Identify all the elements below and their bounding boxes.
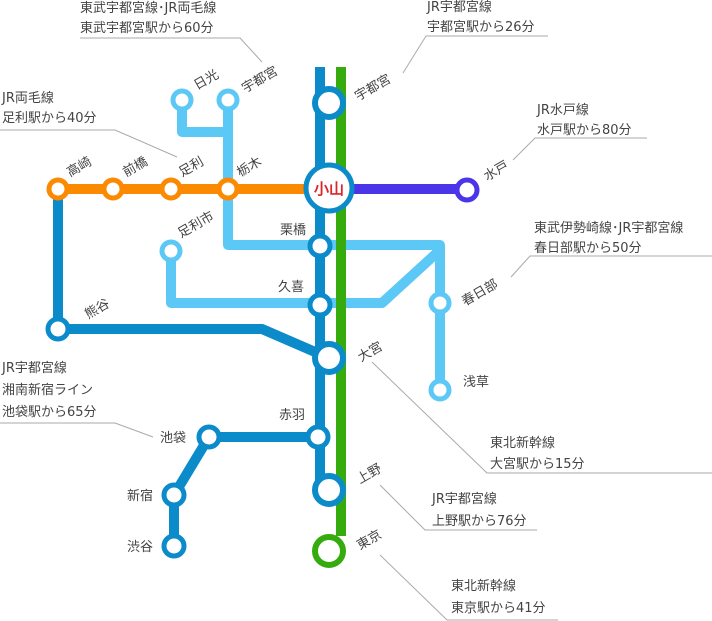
note-omiya-1: 東北新幹線 [490,435,555,451]
label-kumagaya: 熊谷 [82,296,113,323]
label-utsunomiya-branch: 宇都宮 [239,63,281,96]
station-ueno[interactable] [312,473,346,507]
station-ashikaga[interactable] [159,177,183,201]
lines [53,67,472,551]
station-kumagaya[interactable] [45,316,71,342]
takasaki-line [53,184,334,363]
label-akabane: 赤羽 [279,408,305,423]
station-ikebukuro[interactable] [196,424,222,450]
label-ashikagashi: 足利市 [175,208,217,241]
leader-ueno [379,484,537,531]
station-asakusa[interactable] [428,378,452,402]
note-utsunomiya-tobu-1: 東武宇都宮線･JR両毛線 [80,0,216,16]
station-nikko[interactable] [170,88,194,112]
label-ikebukuro: 池袋 [160,431,186,446]
note-utsunomiya-jr-2: 宇都宮駅から26分 [427,19,535,35]
label-takasaki: 高崎 [64,154,95,181]
note-ikebukuro-3: 池袋駅から65分 [2,405,97,420]
note-mito-2: 水戸駅から80分 [537,123,632,138]
label-kuribashi: 栗橋 [280,223,306,238]
leader-utsunomiya-jr [402,35,548,74]
label-omiya: 大宮 [355,339,386,366]
note-kasukabe-1: 東武伊勢崎線･JR宇都宮線 [534,220,683,236]
leader-lines [0,35,712,621]
note-ashikaga-2: 足利駅から40分 [2,111,97,126]
station-kuribashi[interactable] [307,233,333,259]
label-shibuya: 渋谷 [127,540,153,555]
note-utsunomiya-tobu-2: 東武宇都宮駅から60分 [80,20,214,36]
note-ikebukuro-2: 湘南新宿ライン [2,382,93,398]
note-ashikaga-1: JR両毛線 [1,90,54,106]
station-tokyo[interactable] [312,534,346,568]
station-oyama-hub[interactable] [303,162,355,214]
note-mito-1: JR水戸線 [536,102,589,118]
label-asakusa: 浅草 [463,375,489,390]
leader-kasukabe [510,255,712,278]
label-ueno: 上野 [355,461,385,487]
station-mito[interactable] [454,177,480,203]
tobu-line-utsunomiya [223,95,445,395]
label-tokyo: 東京 [354,527,385,554]
stations: 小山 [45,86,480,568]
station-shinjuku[interactable] [161,482,187,508]
tobu-line-isesaki [166,245,445,308]
leader-tokyo [379,554,558,621]
station-utsunomiya-branch[interactable] [216,88,240,112]
note-ueno-1: JR宇都宮線 [431,491,497,507]
note-tokyo-1: 東北新幹線 [451,578,516,594]
station-utsunomiya-main[interactable] [312,86,346,120]
label-maebashi: 前橋 [120,154,151,181]
note-tokyo-2: 東京駅から41分 [451,600,546,616]
station-akabane[interactable] [305,424,331,450]
label-kuki: 久喜 [278,280,304,295]
note-kasukabe-2: 春日部駅から50分 [534,241,642,256]
hub-label: 小山 [314,180,344,198]
shonan-shinjuku-line [169,432,323,551]
leader-ashikaga [0,129,178,158]
leader-utsunomiya-tobu [80,37,263,63]
label-ashikaga: 足利 [177,154,207,180]
label-nikko: 日光 [192,67,222,93]
station-tochigi[interactable] [216,177,240,201]
station-omiya[interactable] [312,341,346,375]
label-kasukabe: 春日部 [460,277,501,309]
note-ueno-2: 上野駅から76分 [432,514,527,529]
station-kasukabe[interactable] [428,291,452,315]
note-ikebukuro-1: JR宇都宮線 [1,360,67,376]
leader-mito [512,137,647,161]
station-kuki[interactable] [307,292,333,318]
label-tochigi: 栃木 [235,154,265,180]
note-omiya-2: 大宮駅から15分 [490,456,585,472]
label-mito: 水戸 [482,158,512,184]
note-utsunomiya-jr-1: JR宇都宮線 [426,0,492,15]
leader-omiya [371,361,712,474]
label-shinjuku: 新宿 [127,488,153,504]
label-utsunomiya-main: 宇都宮 [352,71,394,104]
access-notes: 東武宇都宮線･JR両毛線 東武宇都宮駅から60分 JR宇都宮線 宇都宮駅から26… [1,0,683,616]
leader-ikebukuro [0,422,154,438]
station-takasaki[interactable] [46,177,70,201]
station-maebashi[interactable] [101,177,125,201]
station-shibuya[interactable] [161,533,187,559]
station-ashikagashi[interactable] [159,239,183,263]
